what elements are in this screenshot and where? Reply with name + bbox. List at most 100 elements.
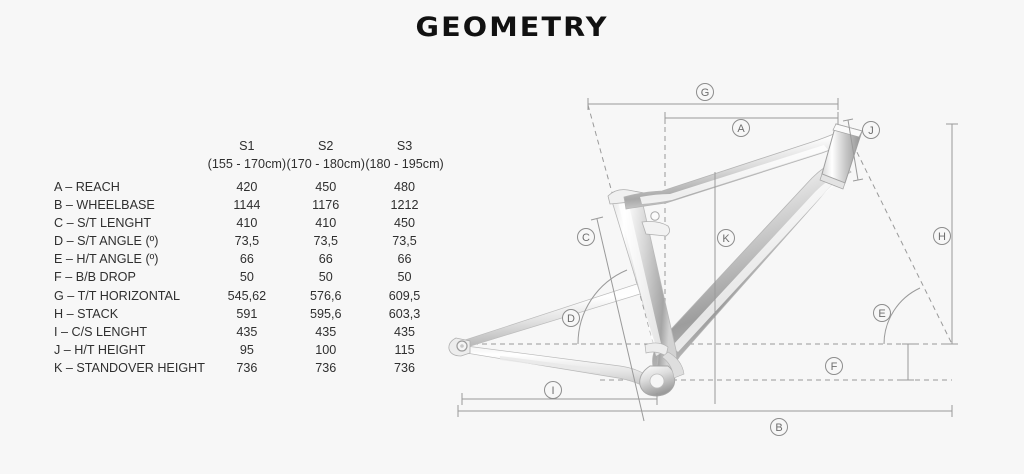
row-d-s2: 73,5 bbox=[313, 234, 338, 249]
seatstay-tube bbox=[461, 281, 658, 349]
table-row: J – H/T HEIGHT 95 100 115 bbox=[44, 341, 444, 359]
bottom-bracket-center bbox=[649, 373, 665, 389]
row-label-c: C – S/T LENGHT bbox=[54, 216, 152, 231]
top-tube-highlight bbox=[640, 145, 828, 204]
angle-arc-d bbox=[577, 269, 628, 345]
row-k-s3: 736 bbox=[394, 360, 416, 375]
row-label-h: H – STACK bbox=[54, 306, 119, 321]
row-j-s2: 100 bbox=[315, 342, 337, 357]
dim-label-a-text: A bbox=[737, 123, 745, 135]
row-b-s3: 1212 bbox=[390, 198, 419, 213]
dim-tick-c-top bbox=[590, 216, 604, 221]
size-name-s1: S1 bbox=[239, 139, 255, 153]
row-d-s3: 73,5 bbox=[392, 234, 417, 249]
construction-lines bbox=[455, 104, 953, 381]
seat-clamp-bolt bbox=[650, 211, 660, 221]
table-row: H – STACK 591 595,6 603,3 bbox=[44, 305, 444, 323]
down-tube-highlight bbox=[672, 176, 840, 352]
dim-label-b: B bbox=[770, 418, 788, 436]
dim-label-h-text: H bbox=[938, 231, 946, 243]
row-f-s1: 50 bbox=[239, 270, 254, 285]
row-d-s1: 73,5 bbox=[234, 234, 260, 249]
size-name-s2: S2 bbox=[318, 139, 334, 153]
size-header-s2: S2 (170 - 180cm) bbox=[286, 138, 365, 173]
row-h-s2: 595,6 bbox=[309, 306, 342, 321]
chainstay-highlight bbox=[500, 356, 600, 373]
dim-label-b-text: B bbox=[775, 422, 782, 434]
row-k-s1: 736 bbox=[236, 360, 258, 375]
row-label-b: B – WHEELBASE bbox=[54, 198, 155, 213]
table-row: D – S/T ANGLE (º) 73,5 73,5 73,5 bbox=[44, 232, 444, 250]
bike-frame-illustration bbox=[448, 123, 863, 397]
seat-tube-highlight bbox=[618, 201, 663, 356]
page-title: GEOMETRY bbox=[415, 12, 609, 43]
dim-label-e: E bbox=[873, 304, 891, 322]
size-range-s3: (180 - 195cm) bbox=[365, 157, 444, 171]
size-name-s3: S3 bbox=[396, 139, 413, 153]
row-g-s3: 609,5 bbox=[388, 288, 421, 303]
row-i-s3: 435 bbox=[394, 324, 416, 339]
dim-label-d-text: D bbox=[567, 313, 575, 325]
dim-label-j: J bbox=[862, 121, 880, 139]
dim-label-a: A bbox=[732, 119, 750, 137]
dim-label-f: F bbox=[825, 357, 843, 375]
row-e-s3: 66 bbox=[397, 252, 412, 267]
dimension-label-badges: G A J H C K D E bbox=[544, 83, 951, 436]
row-c-s3: 450 bbox=[394, 216, 416, 231]
row-b-s1: 1144 bbox=[233, 198, 261, 213]
dim-label-k-text: K bbox=[722, 233, 730, 245]
row-label-i: I – C/S LENGHT bbox=[54, 324, 148, 339]
size-range-s1: (155 - 170cm) bbox=[207, 157, 287, 171]
dim-label-i: I bbox=[544, 381, 562, 399]
dim-tick-j-bottom bbox=[852, 178, 864, 182]
table-row: I – C/S LENGHT 435 435 435 bbox=[44, 323, 444, 341]
row-e-s2: 66 bbox=[318, 252, 333, 267]
head-tube-axis-dashed bbox=[844, 127, 953, 345]
row-c-s2: 410 bbox=[315, 216, 337, 231]
row-f-s2: 50 bbox=[318, 270, 333, 285]
head-tube-top-face bbox=[832, 123, 863, 138]
head-tube-bottom-face bbox=[819, 173, 846, 190]
row-h-s3: 603,3 bbox=[388, 306, 421, 321]
size-header-s1: S1 (155 - 170cm) bbox=[207, 138, 286, 173]
row-e-s1: 66 bbox=[239, 252, 254, 267]
dim-label-g: G bbox=[696, 83, 714, 101]
dim-label-e-text: E bbox=[878, 308, 885, 320]
row-label-f: F – B/B DROP bbox=[54, 270, 136, 285]
table-row: A – REACH 420 450 480 bbox=[44, 173, 444, 196]
row-h-s1: 591 bbox=[236, 306, 258, 321]
row-label-g: G – T/T HORIZONTAL bbox=[54, 288, 180, 303]
seat-tube-brace bbox=[641, 221, 670, 237]
size-header-s3: S3 (180 - 195cm) bbox=[365, 138, 444, 173]
row-f-s3: 50 bbox=[397, 270, 412, 285]
row-label-k: K – STANDOVER HEIGHT bbox=[54, 360, 205, 375]
dimension-lines bbox=[457, 98, 958, 422]
table-header-row: S1 (155 - 170cm) S2 (170 - 180cm) S3 (18… bbox=[44, 138, 444, 173]
dim-label-g-text: G bbox=[701, 87, 710, 99]
row-label-j: J – H/T HEIGHT bbox=[54, 342, 146, 357]
dim-line-c bbox=[596, 218, 645, 422]
row-a-s1: 420 bbox=[236, 180, 258, 194]
table-row: B – WHEELBASE 1144 1176 1212 bbox=[44, 196, 444, 214]
row-j-s1: 95 bbox=[239, 342, 254, 357]
dim-label-c: C bbox=[577, 228, 595, 246]
dim-label-j-text: J bbox=[868, 125, 874, 137]
dim-label-h: H bbox=[933, 227, 951, 245]
table-row: K – STANDOVER HEIGHT 736 736 736 bbox=[44, 359, 444, 377]
row-k-s2: 736 bbox=[315, 360, 337, 375]
row-j-s3: 115 bbox=[394, 342, 415, 357]
geometry-table: S1 (155 - 170cm) S2 (170 - 180cm) S3 (18… bbox=[44, 138, 444, 377]
row-c-s1: 410 bbox=[236, 216, 258, 231]
row-i-s1: 435 bbox=[236, 324, 258, 339]
row-i-s2: 435 bbox=[315, 324, 337, 339]
dim-label-f-text: F bbox=[831, 361, 838, 373]
table-row: C – S/T LENGHT 410 410 450 bbox=[44, 214, 444, 232]
size-range-s2: (170 - 180cm) bbox=[286, 157, 365, 171]
table-row: F – B/B DROP 50 50 50 bbox=[44, 268, 444, 286]
rear-axle-center bbox=[460, 344, 464, 348]
row-b-s2: 1176 bbox=[312, 198, 340, 213]
dim-line-j bbox=[847, 119, 859, 181]
row-label-d: D – S/T ANGLE (º) bbox=[54, 234, 159, 249]
bb-gusset bbox=[661, 351, 685, 379]
